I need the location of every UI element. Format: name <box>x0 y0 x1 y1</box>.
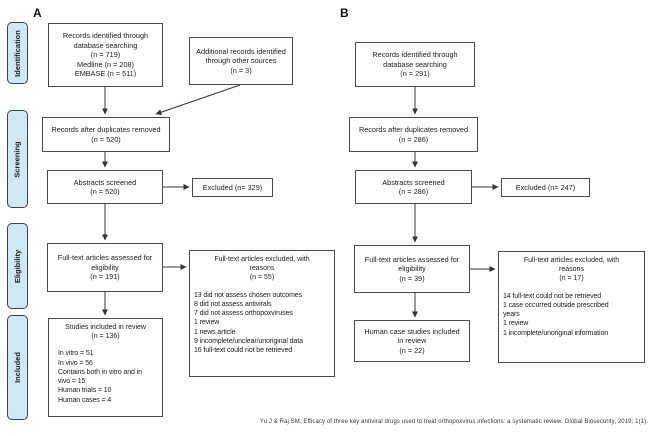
box-a-records-identified: Records identified through database sear… <box>48 23 163 87</box>
box-a-fulltext-excluded: Full-text articles excluded, with reason… <box>189 250 335 377</box>
box-b-records-identified: Records identified through database sear… <box>355 42 475 87</box>
box-a-fulltext-assessed: Full-text articles assessed for eligibil… <box>47 243 163 292</box>
box-b-abstracts-screened: Abstracts screened (n = 286) <box>355 170 472 204</box>
box-a-excluded: Excluded (n= 329) <box>192 178 273 197</box>
box-b-included: Human case studies included in review (n… <box>354 320 470 362</box>
box-b-fulltext-assessed: Full-text articles assessed for eligibil… <box>354 245 470 293</box>
box-b-fulltext-excluded: Full-text articles excluded, with reason… <box>498 251 645 363</box>
citation-text: Yu J & Raj SM. Efficacy of three key ant… <box>259 419 648 425</box>
box-a-included: Studies included in review (n = 136) In … <box>48 318 163 417</box>
box-a-fulltext-excluded-title: Full-text articles excluded, with reason… <box>214 256 310 282</box>
stage-screening: Screening <box>7 110 28 208</box>
box-a-abstracts-screened: Abstracts screened (n = 520) <box>47 170 163 204</box>
stage-eligibility: Eligibility <box>7 223 28 309</box>
box-b-excluded: Excluded (n= 247) <box>501 178 590 197</box>
box-b-duplicates-removed: Records after duplicates removed (n = 28… <box>349 117 478 152</box>
panel-a-arrows <box>102 84 241 316</box>
stage-screening-label: Screening <box>13 140 23 178</box>
stage-included: Included <box>7 315 28 420</box>
box-b-fulltext-excluded-reasons: 14 full-text could not be retrieved 1 ca… <box>503 292 609 337</box>
box-b-fulltext-excluded-title: Full-text articles excluded, with reason… <box>523 257 620 283</box>
stage-identification: Identification <box>7 22 28 84</box>
stage-included-label: Included <box>13 352 22 383</box>
box-a-fulltext-excluded-reasons: 13 did not assess chosen outcomes 8 did … <box>194 291 303 355</box>
panel-b-label: B <box>340 6 349 20</box>
panel-a-label: A <box>33 6 42 20</box>
panel-b-arrows <box>412 87 499 318</box>
box-a-included-details: In vitro = 51 In vivo = 56 Contains both… <box>58 350 142 404</box>
stage-identification-label: Identification <box>13 29 23 77</box>
stage-eligibility-label: Eligibility <box>13 249 22 283</box>
box-a-duplicates-removed: Records after duplicates removed (n = 52… <box>42 117 170 152</box>
box-a-additional-records: Additional records identified through ot… <box>189 37 293 85</box>
box-a-included-title: Studies included in review (n = 136) <box>65 324 146 341</box>
